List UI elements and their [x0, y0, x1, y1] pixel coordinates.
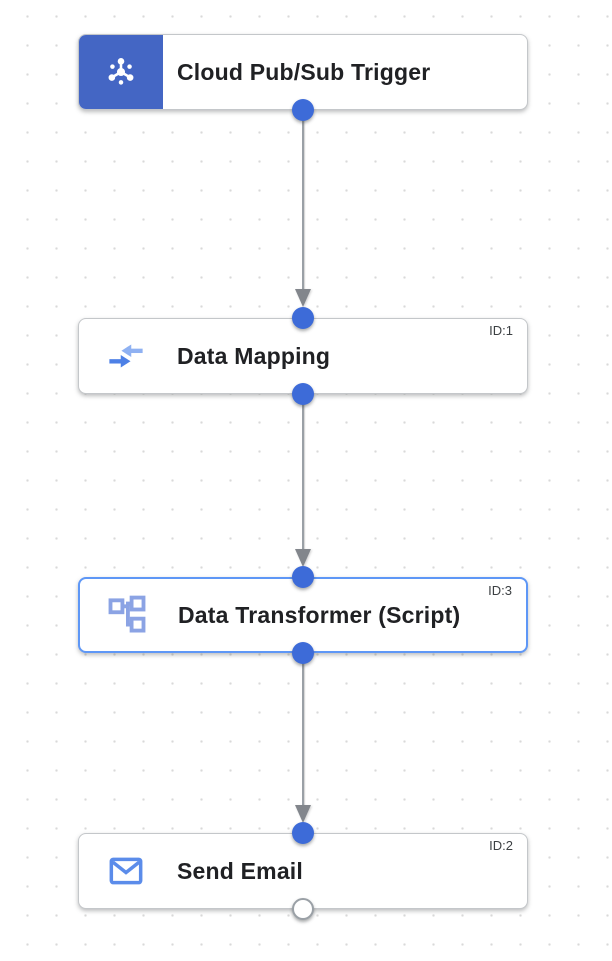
node-cloud-pubsub-trigger[interactable]: Cloud Pub/Sub Trigger	[78, 34, 528, 110]
data-transformer-icon	[104, 592, 150, 638]
edge-line[interactable]	[302, 653, 304, 805]
output-port-data-transformer[interactable]	[292, 642, 314, 664]
edge-line[interactable]	[302, 394, 304, 549]
edge-line[interactable]	[302, 110, 304, 289]
node-title: Data Mapping	[177, 342, 331, 369]
node-data-transformer[interactable]: Data Transformer (Script) ID:3	[78, 577, 528, 653]
output-port-trigger[interactable]	[292, 99, 314, 121]
arrowhead-icon	[295, 549, 311, 567]
node-id-label: ID:3	[488, 583, 512, 598]
input-port-send-email[interactable]	[292, 822, 314, 844]
input-port-data-mapping[interactable]	[292, 307, 314, 329]
node-send-email[interactable]: Send Email ID:2	[78, 833, 528, 909]
trigger-color-block	[79, 35, 163, 109]
node-title: Send Email	[177, 857, 303, 884]
send-email-icon	[103, 848, 149, 894]
node-title: Data Transformer (Script)	[178, 601, 461, 628]
node-title: Cloud Pub/Sub Trigger	[177, 58, 431, 85]
output-port-send-email-empty[interactable]	[292, 898, 314, 920]
output-port-data-mapping[interactable]	[292, 383, 314, 405]
input-port-data-transformer[interactable]	[292, 566, 314, 588]
arrowhead-icon	[295, 805, 311, 823]
node-id-label: ID:1	[489, 323, 513, 338]
arrowhead-icon	[295, 289, 311, 307]
node-id-label: ID:2	[489, 838, 513, 853]
cloud-pubsub-icon	[103, 54, 139, 90]
data-mapping-icon	[103, 333, 149, 379]
